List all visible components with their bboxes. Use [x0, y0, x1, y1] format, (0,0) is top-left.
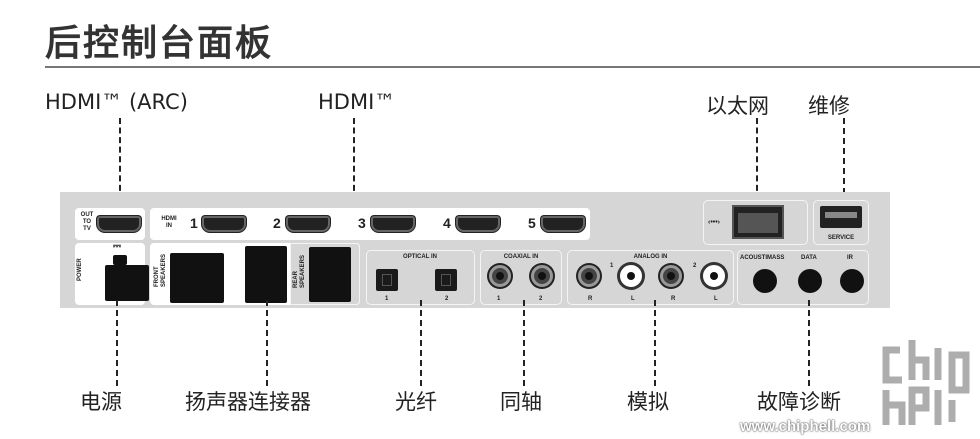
hdmi-in-label: HDMI IN: [161, 216, 177, 229]
power-box: POWER ⎓: [75, 241, 149, 305]
optical-port-icon: [435, 269, 457, 291]
leader-line: [266, 300, 268, 386]
acoustimass-label: ACOUSTIMASS: [740, 255, 785, 261]
data-label: DATA: [801, 255, 817, 261]
coaxial-in-box: COAXIAL IN 1 2: [480, 250, 562, 305]
port-number: 1: [497, 296, 501, 302]
hdmi-in-box: HDMI IN 1 2 3 4 5: [150, 208, 590, 240]
speakers-box: FRONT SPEAKERS REAR SPEAKERS: [150, 243, 360, 305]
label-coaxial: 同轴: [500, 390, 542, 414]
hdmi-port-icon: [541, 216, 585, 232]
diagnostics-box: ACOUSTIMASS DATA IR: [737, 250, 869, 305]
hdmi-port-icon: [456, 216, 500, 232]
label-hdmi: HDMI™: [318, 90, 396, 114]
port-number: 2: [539, 296, 543, 302]
port-number: 2: [445, 296, 449, 302]
label-service: 维修: [808, 94, 850, 118]
out-to-tv-box: OUT TO TV: [75, 208, 145, 240]
usb-port-icon: [820, 206, 862, 228]
channel-label: L: [631, 296, 635, 302]
hdmi-port-number: 4: [443, 215, 451, 231]
label-ethernet: 以太网: [706, 94, 769, 118]
rca-left-port-icon: [703, 265, 725, 287]
coaxial-in-label: COAXIAL IN: [503, 254, 539, 260]
optical-in-label: OPTICAL IN: [403, 254, 437, 260]
analog-in-box: ANALOG IN 1 2 R L R L: [567, 250, 734, 305]
leader-line: [843, 118, 845, 204]
hdmi-port-icon: [97, 216, 141, 232]
rear-speakers-label: REAR SPEAKERS: [293, 254, 306, 288]
network-icon: ‹•••›: [708, 219, 721, 226]
ir-jack-icon: [840, 269, 864, 293]
rca-right-port-icon: [660, 265, 682, 287]
speaker-port-icon: [245, 246, 287, 303]
optical-in-box: OPTICAL IN 1 2: [366, 250, 475, 305]
port-number: 1: [385, 296, 389, 302]
label-diagnostics: 故障诊断: [757, 390, 841, 414]
analog-group-number: 2: [693, 263, 697, 269]
rca-right-port-icon: [578, 265, 600, 287]
dc-symbol-icon: ⎓: [113, 241, 121, 252]
leader-line: [119, 118, 121, 210]
coaxial-port-icon: [489, 265, 511, 287]
optical-port-icon: [376, 269, 398, 291]
label-speaker-connectors: 扬声器连接器: [185, 390, 311, 414]
speaker-port-icon: [309, 247, 351, 302]
label-analog: 模拟: [627, 390, 669, 414]
page-title: 后控制台面板: [45, 23, 274, 64]
label-optical: 光纤: [395, 390, 437, 414]
hdmi-port-number: 2: [273, 215, 281, 231]
leader-line: [420, 300, 422, 386]
leader-line: [523, 300, 525, 386]
analog-group-number: 1: [610, 263, 614, 269]
power-port-icon: [113, 255, 127, 265]
hdmi-port-number: 5: [528, 215, 536, 231]
leader-line: [353, 118, 355, 210]
hdmi-port-number: 1: [190, 215, 198, 231]
speaker-port-icon: [170, 253, 224, 303]
title-divider: [45, 66, 980, 68]
hdmi-port-number: 3: [358, 215, 366, 231]
label-hdmi-arc: HDMI™ (ARC): [45, 90, 188, 114]
ethernet-box: ‹•••›: [703, 200, 808, 245]
leader-line: [654, 300, 656, 386]
out-to-tv-label: OUT TO TV: [80, 212, 94, 232]
acoustimass-jack-icon: [753, 269, 777, 293]
power-label: POWER: [77, 258, 83, 281]
power-port-icon: [105, 265, 149, 301]
label-power: 电源: [80, 390, 122, 414]
watermark-site: www.chiphell.com: [740, 418, 871, 435]
analog-in-label: ANALOG IN: [633, 254, 668, 260]
leader-line: [808, 300, 810, 386]
front-speakers-label: FRONT SPEAKERS: [154, 253, 167, 287]
channel-label: R: [588, 296, 593, 302]
chiphell-logo: [882, 330, 972, 430]
ethernet-port-icon: [732, 205, 784, 239]
rca-left-port-icon: [620, 265, 642, 287]
leader-line: [116, 300, 118, 386]
hdmi-port-icon: [202, 216, 246, 232]
service-box: SERVICE: [813, 200, 869, 245]
data-jack-icon: [798, 269, 822, 293]
leader-line: [756, 118, 758, 210]
ir-label: IR: [847, 255, 853, 261]
hdmi-port-icon: [371, 216, 415, 232]
coaxial-port-icon: [531, 265, 553, 287]
channel-label: L: [714, 296, 718, 302]
service-port-label: SERVICE: [827, 235, 855, 241]
channel-label: R: [671, 296, 676, 302]
hdmi-port-icon: [286, 216, 330, 232]
